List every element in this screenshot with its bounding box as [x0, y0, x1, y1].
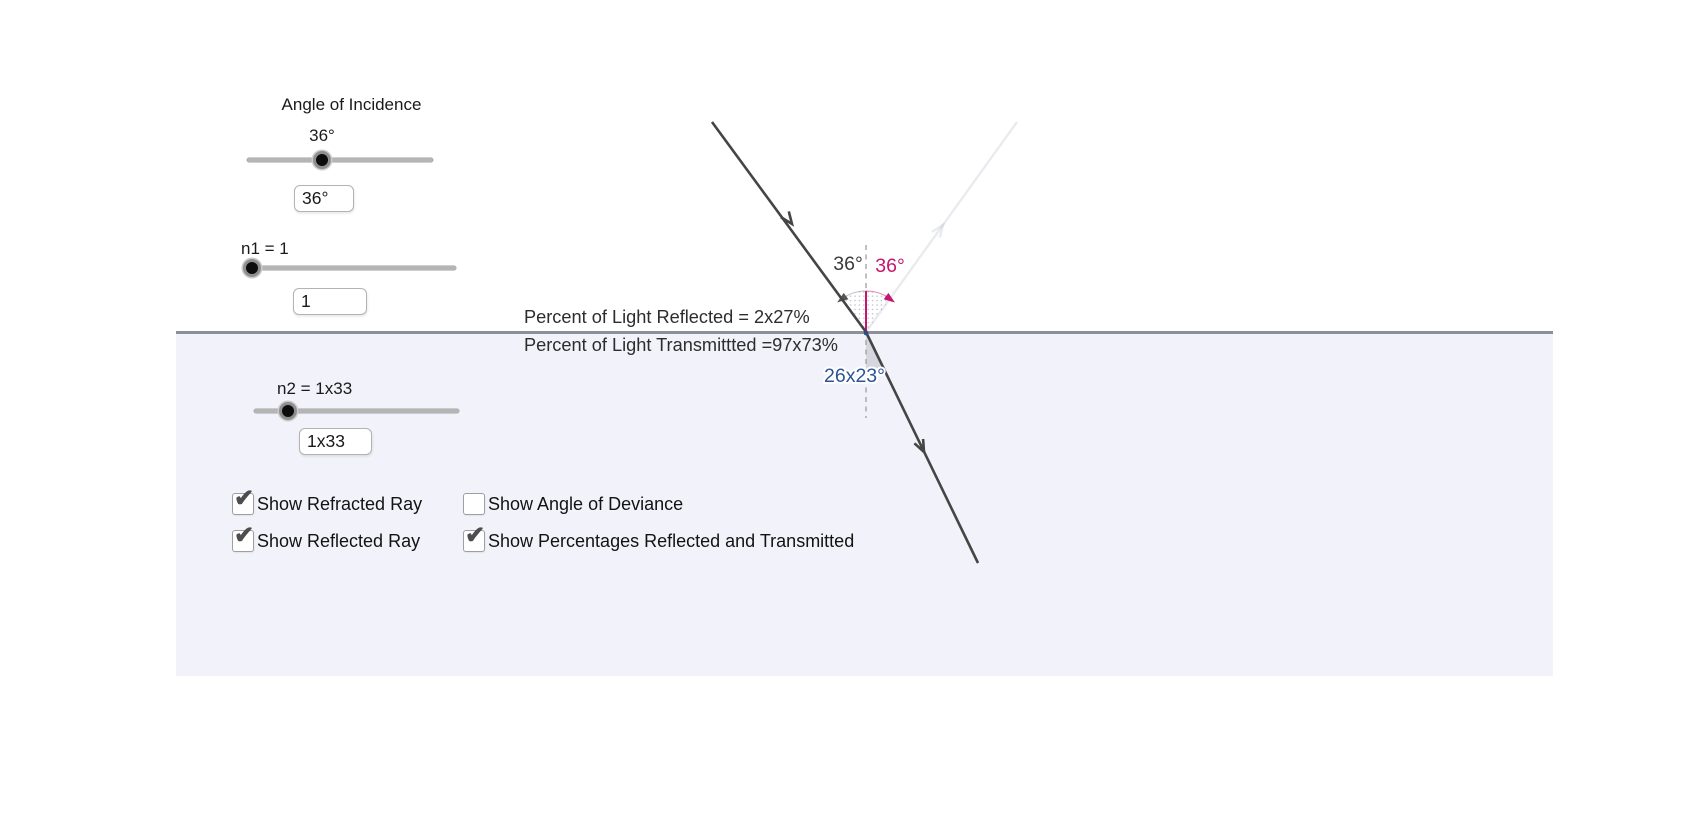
medium2-region [176, 334, 1553, 676]
checkbox-label: Show Percentages Reflected and Transmitt… [488, 531, 855, 551]
angle-slider[interactable] [247, 151, 433, 169]
checkbox-box[interactable]: ✔ [232, 487, 254, 515]
angle-input[interactable] [294, 185, 354, 212]
checkbox-show-refracted-ray[interactable]: ✔ Show Refracted Ray [232, 487, 423, 516]
n1-slider-knob[interactable] [243, 259, 261, 277]
reflection-arc-arrowhead-icon [883, 292, 895, 303]
checkbox-label: Show Reflected Ray [257, 531, 421, 551]
n2-slider[interactable] [254, 402, 459, 420]
checkbox-box[interactable]: ✔ [463, 524, 485, 552]
checkbox-show-reflected-ray[interactable]: ✔ Show Reflected Ray [232, 524, 421, 553]
checkbox-box[interactable]: ✔ [232, 524, 254, 552]
reflected-ray-arrowhead-icon [931, 222, 945, 238]
checkbox-label: Show Refracted Ray [257, 494, 423, 514]
checkbox-box[interactable] [463, 493, 485, 515]
reflection-angle-arc [865, 290, 891, 300]
checkbox-label: Show Angle of Deviance [488, 494, 684, 514]
incidence-angle-arc [841, 290, 867, 300]
incidence-arc-arrowhead-icon [837, 292, 849, 303]
checkbox-show-angle-of-deviance[interactable]: Show Angle of Deviance [463, 493, 683, 516]
checkmark-icon: ✔ [465, 522, 486, 549]
reflected-ray [865, 121, 1018, 333]
n1-slider[interactable] [243, 259, 456, 277]
angle-of-incidence-title: Angle of Incidence [281, 95, 422, 114]
incidence-angle-label: 36° [833, 253, 863, 275]
n1-input[interactable] [293, 288, 367, 315]
reflection-angle-sector [866, 290, 891, 332]
interface-line [176, 331, 1553, 334]
checkmark-icon: ✔ [234, 485, 255, 512]
checkmark-icon: ✔ [234, 522, 255, 549]
angle-slider-value-label: 36° [309, 126, 335, 145]
n1-label: n1 = 1 [241, 239, 289, 258]
reflection-angle-label: 36° [875, 255, 905, 277]
checkbox-show-percentages[interactable]: ✔ Show Percentages Reflected and Transmi… [463, 524, 855, 553]
incident-ray [710, 121, 868, 333]
incidence-angle-sector [841, 290, 866, 332]
n2-label: n2 = 1x33 [277, 379, 353, 398]
percent-reflected-text: Percent of Light Reflected = 2x27% [524, 307, 810, 327]
n2-input[interactable] [299, 428, 372, 455]
incident-ray-arrowhead-icon [780, 211, 795, 227]
n2-slider-knob[interactable] [279, 402, 297, 420]
angle-slider-knob[interactable] [313, 151, 331, 169]
